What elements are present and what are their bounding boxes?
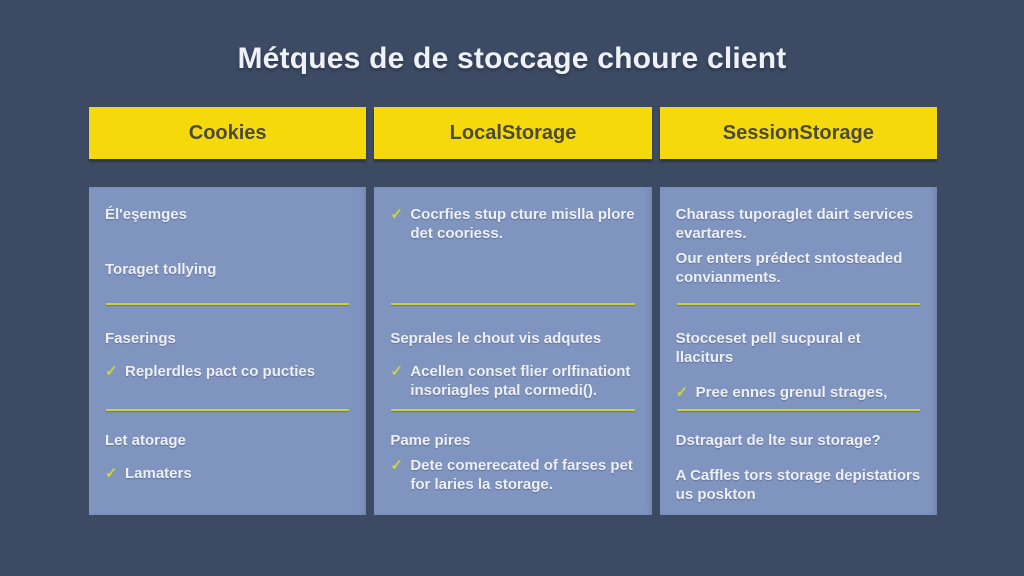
column-sessionstorage: SessionStorage Charass tuporaglet dairt … xyxy=(659,107,937,515)
item-text: Toraget tollying xyxy=(105,261,217,278)
list-item: ✓ Replerdles pact co pucties xyxy=(105,362,350,381)
item-text: Faserings xyxy=(105,330,176,347)
header-localstorage: LocalStorage xyxy=(374,107,652,159)
list-item: Stocceset pell sucpural et llaciturs xyxy=(676,329,921,367)
section: Dstragart de lte sur storage? A Caffles … xyxy=(676,411,921,515)
list-item: Charass tuporaglet dairt services evarta… xyxy=(676,205,921,243)
checkmark-icon: ✓ xyxy=(105,363,118,380)
divider-line xyxy=(391,303,635,305)
checkmark-icon: ✓ xyxy=(390,457,403,474)
section: Let atorage ✓ Lamaters xyxy=(105,411,350,515)
item-text: Pame pires xyxy=(390,432,471,449)
column-cookies: Cookies Él'eşemges Toraget tollying Fase… xyxy=(89,107,367,515)
section: Faserings ✓ Replerdles pact co pucties xyxy=(105,305,350,409)
list-item: Dstragart de lte sur storage? xyxy=(676,431,921,450)
section: Seprales le chout vis adqutes ✓ Acellen … xyxy=(390,305,635,409)
divider-line xyxy=(391,409,635,411)
checkmark-icon: ✓ xyxy=(390,206,403,223)
item-text: Replerdles pact co pucties xyxy=(125,363,316,380)
item-text: Charass tuporaglet dairt services evarta… xyxy=(675,206,914,242)
divider-line xyxy=(106,409,350,411)
item-text: Lamaters xyxy=(125,465,192,482)
list-item: ✓ Dete comerecated of farses pet for lar… xyxy=(390,456,635,494)
list-item: Él'eşemges xyxy=(105,205,350,224)
divider-line xyxy=(106,303,350,305)
section: Charass tuporaglet dairt services evarta… xyxy=(676,187,921,303)
item-text: Dete comerecated of farses pet for larie… xyxy=(410,457,633,493)
panel-cookies: Él'eşemges Toraget tollying Faserings ✓ … xyxy=(89,187,367,515)
item-text: Pree ennes grenul strages, xyxy=(695,384,888,401)
item-text: Our enters prédect sntosteaded convianme… xyxy=(675,250,903,286)
checkmark-icon: ✓ xyxy=(105,465,118,482)
list-item: ✓ Acellen conset flier orlfinationt inso… xyxy=(390,362,635,400)
item-text: Acellen conset flier orlfinationt insori… xyxy=(410,363,631,399)
list-item: ✓ Cocrfies stup cture mislla plore det c… xyxy=(390,205,635,243)
list-item: Our enters prédect sntosteaded convianme… xyxy=(676,249,921,287)
item-text: A Caffles tors storage depistatiors us p… xyxy=(675,467,921,503)
item-text: Dstragart de lte sur storage? xyxy=(675,432,881,449)
list-item: Pame pires xyxy=(390,431,635,450)
list-item: ✓ Pree ennes grenul strages, xyxy=(676,383,921,402)
list-item: Let atorage xyxy=(105,431,350,450)
list-item: Faserings xyxy=(105,329,350,348)
list-item: A Caffles tors storage depistatiors us p… xyxy=(676,466,921,504)
section: ✓ Cocrfies stup cture mislla plore det c… xyxy=(390,187,635,303)
item-text: Seprales le chout vis adqutes xyxy=(390,330,602,347)
item-text: Stocceset pell sucpural et llaciturs xyxy=(675,330,861,366)
list-item: Toraget tollying xyxy=(105,260,350,279)
comparison-table: Cookies Él'eşemges Toraget tollying Fase… xyxy=(89,107,937,515)
section: Él'eşemges Toraget tollying xyxy=(105,187,350,303)
checkmark-icon: ✓ xyxy=(675,384,689,401)
panel-sessionstorage: Charass tuporaglet dairt services evarta… xyxy=(659,187,937,515)
item-text: Let atorage xyxy=(105,432,186,449)
section: Stocceset pell sucpural et llaciturs ✓ P… xyxy=(676,305,921,409)
divider-line xyxy=(676,409,920,411)
item-text: Cocrfies stup cture mislla plore det coo… xyxy=(410,206,635,242)
page-title: Métques de de stoccage choure client xyxy=(237,42,787,75)
section: Pame pires ✓ Dete comerecated of farses … xyxy=(390,411,635,515)
panel-localstorage: ✓ Cocrfies stup cture mislla plore det c… xyxy=(374,187,652,515)
list-item: ✓ Lamaters xyxy=(105,464,350,483)
header-sessionstorage: SessionStorage xyxy=(659,107,937,159)
checkmark-icon: ✓ xyxy=(390,363,403,380)
header-cookies: Cookies xyxy=(89,107,367,159)
column-localstorage: LocalStorage ✓ Cocrfies stup cture misll… xyxy=(374,107,652,515)
list-item: Seprales le chout vis adqutes xyxy=(390,329,635,348)
item-text: Él'eşemges xyxy=(105,206,187,223)
divider-line xyxy=(676,303,920,305)
